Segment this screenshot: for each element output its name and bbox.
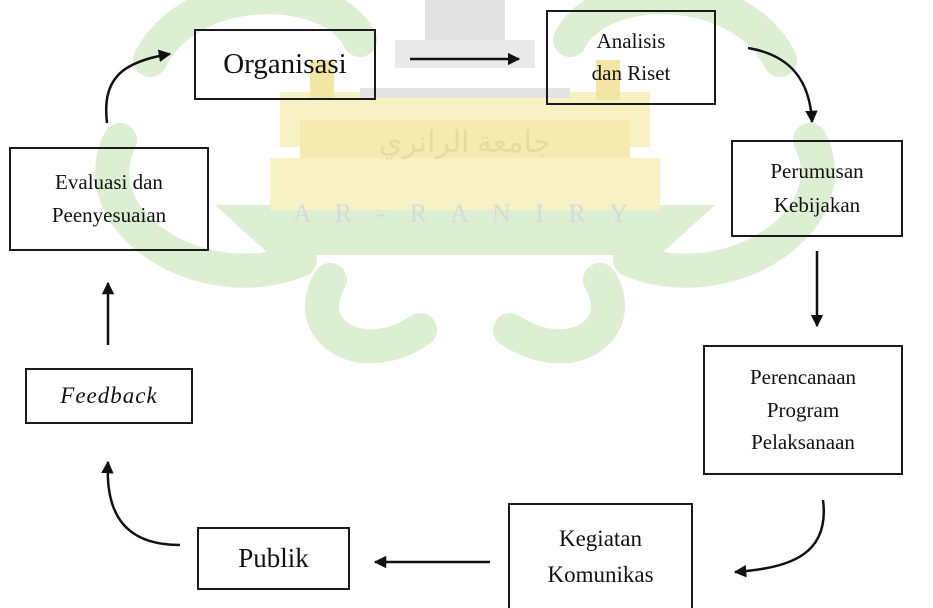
node-perumusan-kebijakan: Perumusan Kebijakan — [731, 140, 903, 237]
node-evaluasi-label-line1: Evaluasi dan — [55, 170, 163, 195]
node-analisis-label-line1: Analisis — [596, 29, 666, 53]
node-analisis-dan-riset: Analisis dan Riset — [546, 10, 716, 105]
node-perumusan-label-line2: Kebijakan — [773, 192, 861, 217]
node-kegiatan-komunikasi: Kegiatan Komunikas — [508, 503, 693, 608]
node-kegiatan-label-line1: Kegiatan — [558, 526, 642, 551]
node-evaluasi-label-line2: Peenyesuaian — [51, 203, 167, 227]
node-evaluasi-dan-penyesuaian: Evaluasi dan Peenyesuaian — [9, 147, 209, 251]
node-publik: Publik — [197, 527, 350, 590]
watermark-latin-text: A R - R A N I R Y — [293, 199, 637, 228]
node-organisasi: Organisasi — [194, 29, 376, 100]
node-publik-label: Publik — [238, 542, 309, 573]
node-perencanaan-label-line3: Pelaksanaan — [751, 430, 855, 455]
arrow-perencanaan-to-kegiatan — [733, 499, 826, 578]
node-feedback-label: Feedback — [60, 383, 158, 409]
node-analisis-label-line2: dan Riset — [591, 60, 671, 85]
node-organisasi-label: Organisasi — [223, 48, 347, 81]
node-perencanaan-program: Perencanaan Program Pelaksanaan — [703, 345, 903, 475]
node-feedback: Feedback — [25, 368, 193, 424]
arrow-publik-to-feedback — [101, 460, 181, 547]
arrow-evaluasi-to-organisasi — [104, 49, 172, 124]
node-perencanaan-label-line1: Perencanaan — [749, 365, 857, 390]
node-perumusan-label-line1: Perumusan — [770, 158, 864, 183]
arrow-analisis-to-perumusan — [747, 46, 818, 124]
node-perencanaan-label-line2: Program — [766, 397, 840, 422]
watermark-arabic-text: جامعة الرانري — [379, 126, 552, 160]
node-kegiatan-label-line2: Komunikas — [547, 561, 654, 587]
